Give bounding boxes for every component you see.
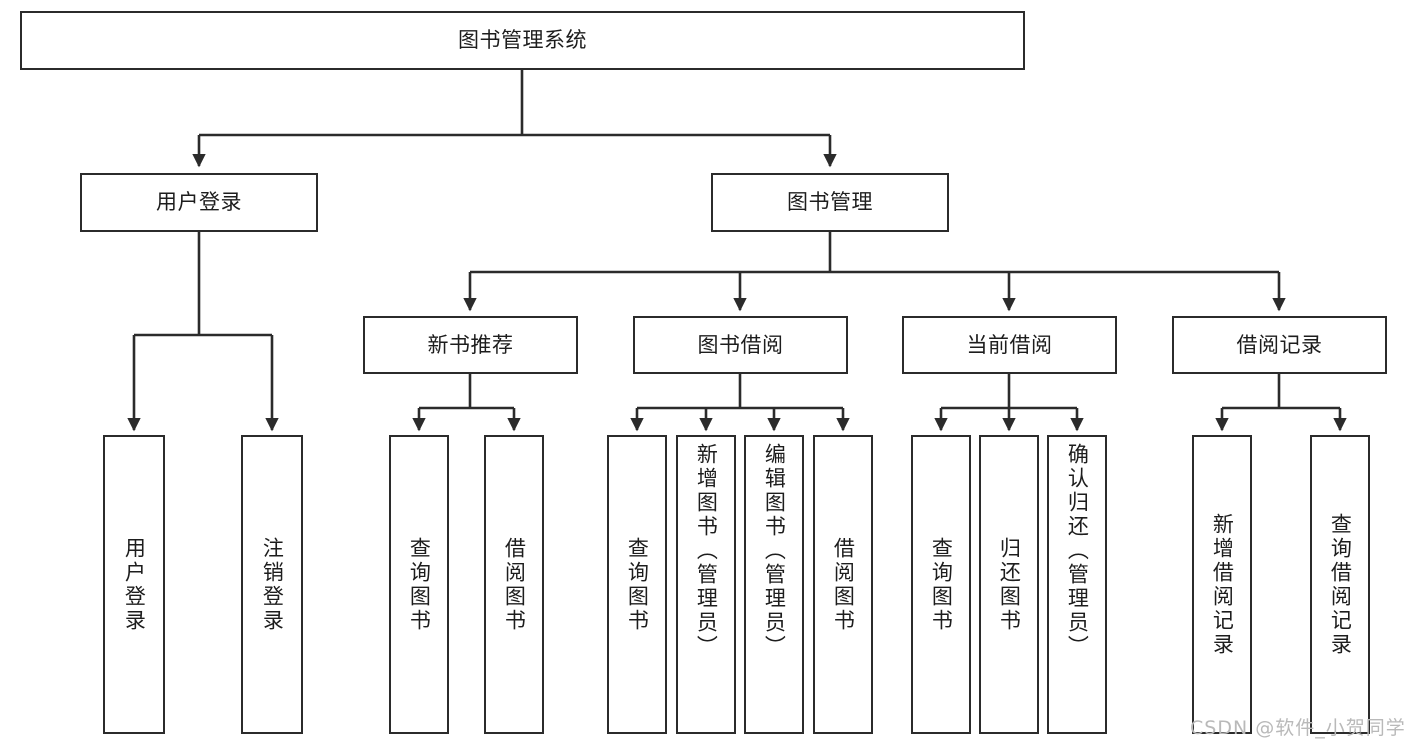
node-label: 用户登录 — [122, 536, 147, 633]
leaf-borrow-book[interactable]: 借阅图书 — [813, 435, 873, 734]
leaf-edit-book-admin[interactable]: 编辑图书（管理员） — [744, 435, 804, 734]
node-book-borrow[interactable]: 图书借阅 — [633, 316, 848, 374]
node-label: 新书推荐 — [427, 332, 514, 357]
node-label: 当前借阅 — [966, 332, 1053, 357]
node-borrow-record[interactable]: 借阅记录 — [1172, 316, 1387, 374]
leaf-query-book-recommend[interactable]: 查询图书 — [389, 435, 449, 734]
watermark-label: CSDN @软件_小贺同学 — [1190, 717, 1405, 739]
node-label: 新增借阅记录 — [1210, 512, 1235, 657]
node-label: 查询借阅记录 — [1328, 512, 1353, 657]
node-label: 借阅图书 — [831, 536, 856, 633]
leaf-add-book-admin[interactable]: 新增图书（管理员） — [676, 435, 736, 734]
node-user-login[interactable]: 用户登录 — [80, 173, 318, 232]
leaf-user-login[interactable]: 用户登录 — [103, 435, 165, 734]
node-book-management[interactable]: 图书管理 — [711, 173, 949, 232]
node-label: 查询图书 — [929, 536, 954, 633]
node-root-book-management-system[interactable]: 图书管理系统 — [20, 11, 1025, 70]
node-label: 图书借阅 — [697, 332, 784, 357]
node-new-book-recommend[interactable]: 新书推荐 — [363, 316, 578, 374]
node-label: 查询图书 — [407, 536, 432, 633]
leaf-query-book-borrow[interactable]: 查询图书 — [607, 435, 667, 734]
leaf-query-book-current[interactable]: 查询图书 — [911, 435, 971, 734]
leaf-return-book[interactable]: 归还图书 — [979, 435, 1039, 734]
leaf-query-borrow-record[interactable]: 查询借阅记录 — [1310, 435, 1370, 734]
node-label: 借阅图书 — [502, 536, 527, 633]
node-label: 图书管理 — [787, 190, 873, 215]
leaf-logout-login[interactable]: 注销登录 — [241, 435, 303, 734]
node-label: 查询图书 — [625, 536, 650, 633]
node-label: 归还图书 — [997, 536, 1022, 633]
node-label: 确认归还（管理员） — [1065, 443, 1090, 659]
leaf-confirm-return-admin[interactable]: 确认归还（管理员） — [1047, 435, 1107, 734]
node-label: 借阅记录 — [1236, 332, 1323, 357]
leaf-borrow-book-recommend[interactable]: 借阅图书 — [484, 435, 544, 734]
node-label: 注销登录 — [260, 536, 285, 633]
csdn-watermark: CSDN @软件_小贺同学 — [1190, 713, 1405, 740]
node-label: 新增图书（管理员） — [694, 443, 719, 659]
node-label: 用户登录 — [156, 190, 242, 215]
leaf-add-borrow-record[interactable]: 新增借阅记录 — [1192, 435, 1252, 734]
node-current-borrow[interactable]: 当前借阅 — [902, 316, 1117, 374]
node-label: 图书管理系统 — [458, 28, 587, 53]
node-label: 编辑图书（管理员） — [762, 443, 787, 659]
